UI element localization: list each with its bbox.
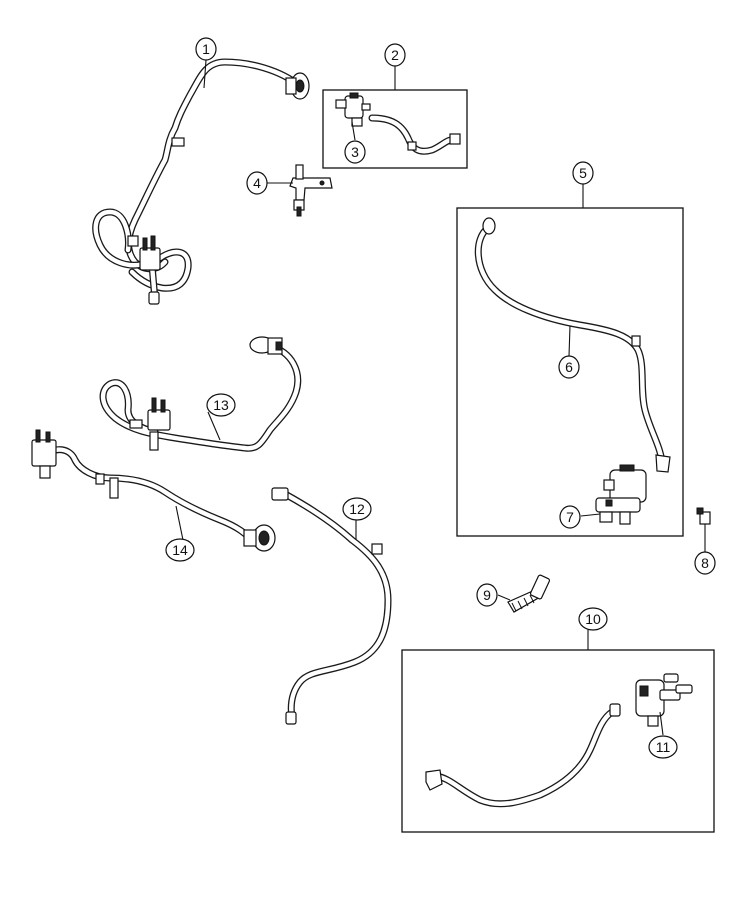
hose-assembly-12 (271, 487, 392, 725)
callout-11-label: 11 (656, 739, 671, 755)
callout-8: 8 (694, 551, 716, 575)
callout-5-label: 5 (579, 165, 587, 181)
callout-9-label: 9 (483, 587, 491, 603)
tube-6 (474, 217, 671, 473)
connector-14 (243, 524, 276, 552)
callout-12-label: 12 (349, 501, 365, 517)
callout-12: 12 (342, 497, 372, 521)
connector-13 (249, 336, 283, 355)
hose-assembly-1 (92, 58, 310, 305)
callout-6-label: 6 (565, 359, 573, 375)
valve-11 (635, 673, 693, 727)
callout-9: 9 (476, 583, 498, 607)
clip-8 (696, 507, 711, 525)
box-10 (401, 649, 715, 833)
callout-7: 7 (559, 505, 581, 529)
leader-lines (175, 59, 706, 736)
callout-10: 10 (578, 607, 608, 631)
tube-10 (425, 703, 621, 808)
valve-3 (335, 92, 461, 155)
callout-2-label: 2 (391, 47, 399, 63)
callout-1: 1 (195, 37, 217, 61)
callout-14-label: 14 (172, 542, 188, 558)
callout-7-label: 7 (566, 509, 574, 525)
box-5 (456, 207, 684, 537)
callout-14: 14 (165, 538, 195, 562)
fitting-9 (507, 574, 551, 613)
callout-13: 13 (206, 393, 236, 417)
callout-10-label: 10 (585, 611, 601, 627)
callout-3-label: 3 (351, 144, 359, 160)
callout-5: 5 (572, 161, 594, 185)
callout-11: 11 (648, 735, 678, 759)
callout-4: 4 (246, 171, 268, 195)
valve-7 (595, 464, 647, 525)
connector-1 (285, 72, 310, 100)
hose-assembly-13 (99, 336, 302, 452)
bracket-4 (289, 164, 333, 217)
callout-8-label: 8 (701, 555, 709, 571)
hose-assembly-14 (31, 429, 276, 552)
callout-1-label: 1 (202, 41, 210, 57)
callout-3: 3 (344, 140, 366, 164)
callout-4-label: 4 (253, 175, 261, 191)
callout-6: 6 (558, 355, 580, 379)
callout-2: 2 (384, 43, 406, 67)
callout-13-label: 13 (213, 397, 229, 413)
